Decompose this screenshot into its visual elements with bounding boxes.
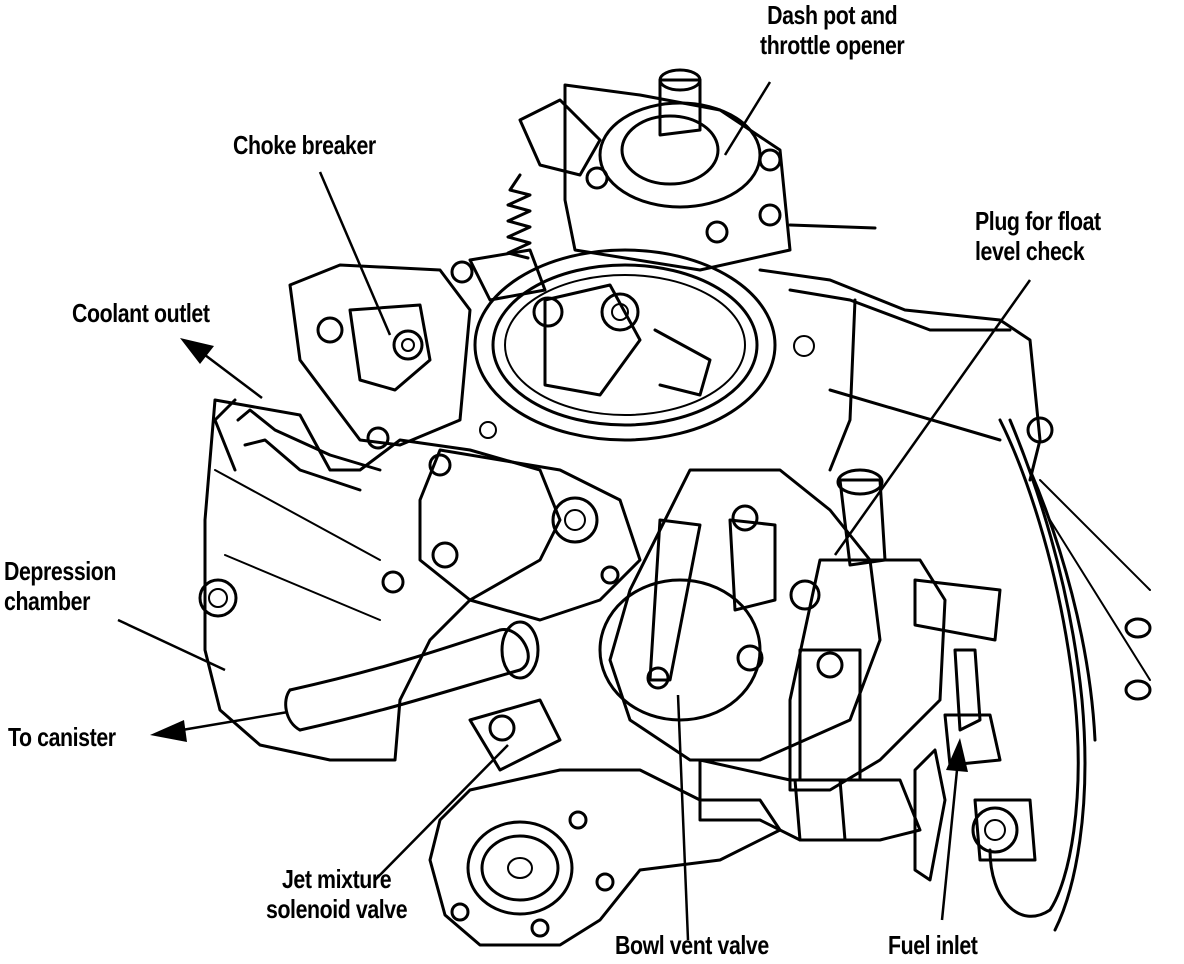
coolant-outlet-label-text: Coolant outlet	[72, 298, 210, 328]
dash-pot-label-line1: Dash pot and	[767, 0, 898, 30]
carburetor-drawing	[198, 68, 1152, 947]
fuel-inlet-label: Fuel inlet	[888, 930, 978, 960]
jet-mixture-label-line2: solenoid valve	[266, 894, 408, 924]
to-canister-arrow	[150, 710, 289, 742]
fuel-inlet-label-text: Fuel inlet	[888, 930, 978, 960]
dash-pot-label-line2: throttle opener	[760, 30, 905, 60]
leader-lines	[117, 81, 1032, 941]
bowl-vent-label: Bowl vent valve	[615, 930, 769, 960]
to-canister-label-text: To canister	[8, 722, 116, 752]
bowl-vent-label-text: Bowl vent valve	[615, 930, 769, 960]
dash-pot-label: Dash pot and throttle opener	[760, 0, 905, 60]
coolant-outlet-label: Coolant outlet	[72, 298, 210, 328]
to-canister-label: To canister	[8, 722, 116, 752]
depression-chamber-label: Depression chamber	[4, 556, 116, 616]
jet-mixture-label: Jet mixture solenoid valve	[266, 864, 408, 924]
plug-float-label-line1: Plug for float	[975, 206, 1101, 236]
depression-chamber-label-line1: Depression	[4, 556, 117, 586]
plug-float-label-line2: level check	[975, 236, 1085, 266]
fuel-inlet-arrow	[940, 738, 968, 921]
choke-breaker-label: Choke breaker	[233, 130, 376, 160]
choke-breaker-label-text: Choke breaker	[233, 130, 376, 160]
jet-mixture-label-line1: Jet mixture	[281, 864, 392, 894]
coolant-outlet-arrow	[180, 338, 263, 399]
depression-chamber-label-line2: chamber	[4, 586, 91, 616]
plug-float-label: Plug for float level check	[975, 206, 1101, 266]
